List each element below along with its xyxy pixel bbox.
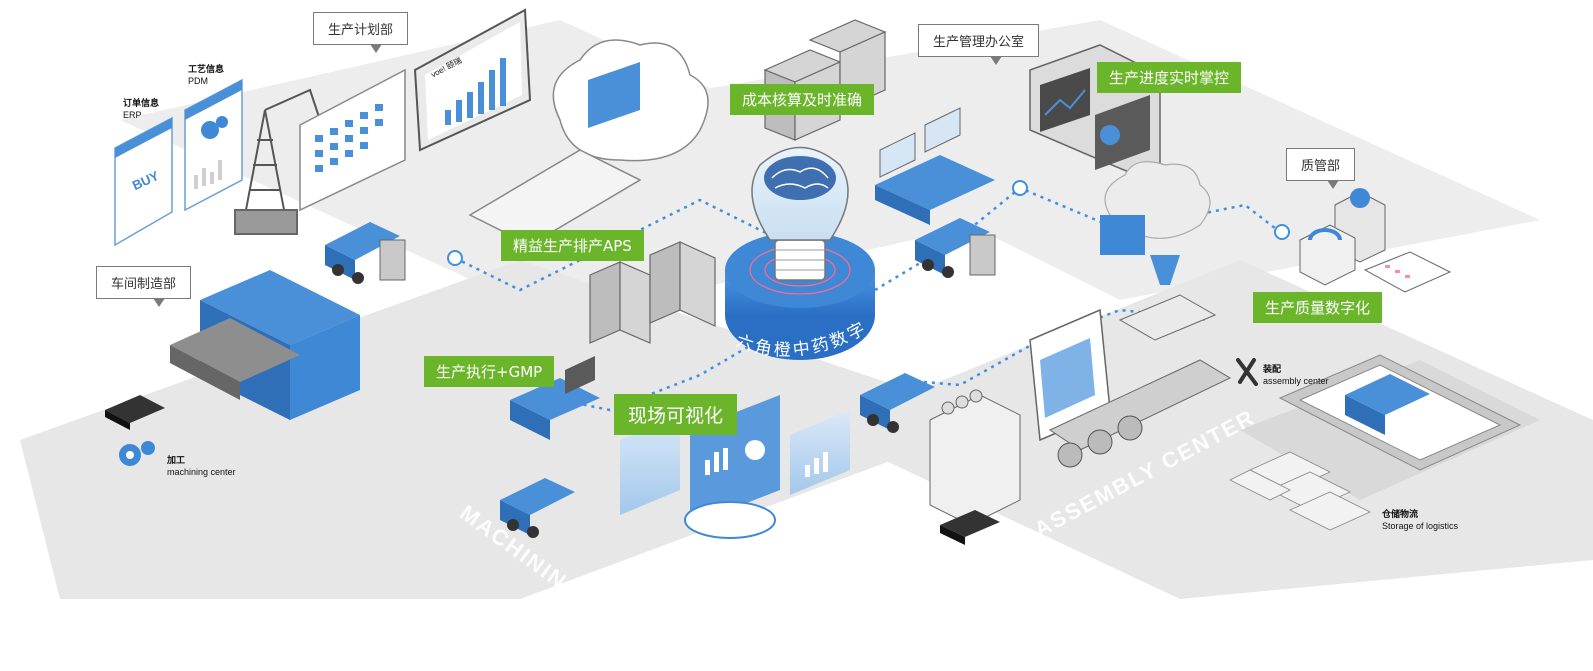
order-info-cn: 订单信息 — [123, 98, 160, 108]
assembly-en: assembly center — [1263, 376, 1329, 386]
forklift-4 — [500, 478, 575, 538]
badge-onsite-visual: 现场可视化 — [614, 394, 738, 435]
router-device — [105, 395, 165, 430]
assembly-line — [929, 294, 1232, 526]
server-racks-mid — [589, 241, 716, 344]
control-room-screens — [1029, 44, 1161, 187]
smoke-cloud — [1100, 161, 1211, 285]
wrench-screwdriver-icon — [1236, 358, 1258, 386]
label-machining: 加工 machining center — [167, 454, 236, 478]
process-info-en: PDM — [188, 76, 208, 86]
gear-icon — [119, 441, 155, 466]
network-box — [940, 510, 1000, 545]
quality-equipment — [1299, 188, 1452, 293]
execution-desk — [510, 356, 600, 440]
planning-board — [299, 68, 406, 212]
badge-quality-digital: 生产质量数字化 — [1253, 292, 1383, 323]
cloud-server — [552, 39, 709, 162]
logistics-cn: 仓储物流 — [1382, 509, 1419, 519]
logistics-area — [1229, 354, 1522, 531]
forklift-2 — [915, 218, 996, 278]
erp-document — [114, 116, 173, 247]
callout-production-office: 生产管理办公室 — [918, 24, 1040, 65]
badge-cost-accounting: 成本核算及时准确 — [730, 84, 875, 115]
workshop-machines — [170, 270, 360, 420]
office-workstations — [875, 107, 995, 225]
factory-illustration: 六角橙中药数字化 — [20, 8, 1593, 599]
callout-production-planning: 生产计划部 — [313, 12, 409, 53]
label-order-info: 订单信息 ERP — [123, 97, 159, 121]
badge-lean-aps: 精益生产排产APS — [501, 230, 644, 261]
callout-quality-dept: 质管部 — [1286, 148, 1356, 189]
label-logistics: 仓储物流 Storage of logistics — [1382, 508, 1458, 532]
dashboard-monitor — [413, 8, 532, 152]
forklift-1 — [325, 222, 406, 284]
order-info-en: ERP — [123, 110, 142, 120]
machining-cn: 加工 — [167, 455, 186, 465]
crane-tower — [234, 88, 321, 235]
connection-nodes — [447, 180, 1290, 266]
label-assembly: 装配 assembly center — [1263, 363, 1329, 387]
badge-progress-control: 生产进度实时掌控 — [1097, 62, 1242, 93]
callout-workshop-dept: 车间制造部 — [96, 266, 192, 307]
badge-execution-gmp: 生产执行+GMP — [424, 356, 555, 387]
forklift-3 — [860, 373, 935, 433]
pdm-document — [184, 78, 243, 212]
central-hub — [725, 146, 875, 360]
visual-panels — [620, 395, 850, 539]
process-info-cn: 工艺信息 — [188, 64, 225, 74]
assembly-cn: 装配 — [1263, 364, 1282, 374]
logistics-en: Storage of logistics — [1382, 521, 1459, 531]
label-process-info: 工艺信息 PDM — [188, 63, 224, 87]
machining-en: machining center — [167, 467, 236, 477]
isometric-factory-scene: 六角橙中药数字化 — [20, 8, 1593, 599]
